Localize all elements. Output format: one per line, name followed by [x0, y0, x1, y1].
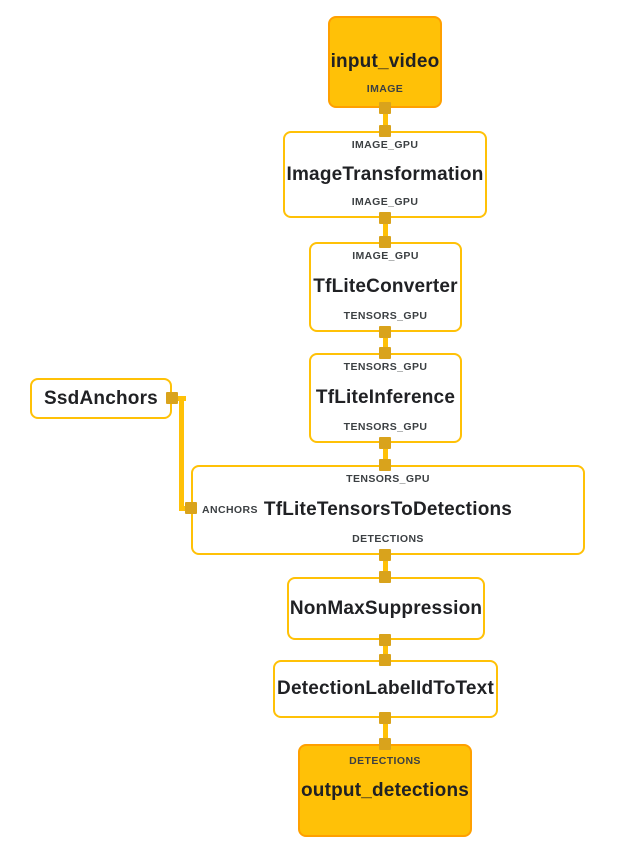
edge-imagetransformation-to-tfliteconverter	[383, 210, 388, 250]
port-input-video-output	[379, 102, 391, 114]
node-tflite-inference[interactable]: TENSORS_GPU TfLiteInference TENSORS_GPU	[309, 353, 462, 443]
port-output-detections-input	[379, 738, 391, 750]
node-non-max-suppression[interactable]: NonMaxSuppression	[287, 577, 485, 640]
node-title: SsdAnchors	[44, 387, 158, 409]
input-port-label: TENSORS_GPU	[343, 361, 428, 373]
edge-input-video-to-imagetransformation	[383, 100, 388, 140]
node-tflite-converter[interactable]: IMAGE_GPU TfLiteConverter TENSORS_GPU	[309, 242, 462, 332]
node-input-video[interactable]: input_video IMAGE	[328, 16, 442, 108]
edge-nonmaxsuppression-to-detectionlabelidtotext	[383, 632, 388, 668]
node-title: TfLiteConverter	[313, 276, 458, 297]
port-tflite-inference-input	[379, 347, 391, 359]
output-port-label: IMAGE_GPU	[351, 196, 419, 208]
edge-tflitetensorstodetections-to-nonmaxsuppression	[383, 547, 388, 585]
node-title: DetectionLabelIdToText	[277, 678, 494, 699]
input-port-label: TENSORS_GPU	[346, 473, 430, 485]
port-non-max-suppression-output	[379, 634, 391, 646]
output-port-label: IMAGE	[366, 83, 404, 95]
port-image-transformation-output	[379, 212, 391, 224]
output-port-label: TENSORS_GPU	[343, 310, 428, 322]
node-title: NonMaxSuppression	[289, 597, 483, 619]
node-title: input_video	[330, 51, 440, 72]
input-port-label: DETECTIONS	[349, 755, 421, 767]
edge-detectionlabelidtotext-to-output-detections	[383, 710, 388, 752]
port-ssd-anchors-output	[166, 392, 178, 404]
port-tflite-converter-output	[379, 326, 391, 338]
node-title: ImageTransformation	[286, 163, 484, 185]
edge-tfliteinference-to-tflitetensorstodetections	[383, 435, 388, 473]
port-detection-label-id-to-text-input	[379, 654, 391, 666]
node-detection-label-id-to-text[interactable]: DetectionLabelIdToText	[273, 660, 498, 718]
node-tflite-tensors-to-detections[interactable]: TENSORS_GPU ANCHORS TfLiteTensorsToDetec…	[191, 465, 585, 555]
edge-tfliteconverter-to-tfliteinference	[383, 324, 388, 360]
port-tensors-to-detections-output	[379, 549, 391, 561]
port-image-transformation-input	[379, 125, 391, 137]
node-title: TfLiteInference	[315, 387, 456, 408]
port-tflite-inference-output	[379, 437, 391, 449]
node-ssd-anchors[interactable]: SsdAnchors	[30, 378, 172, 419]
edge-ssdanchors-elbow-v	[179, 396, 184, 511]
output-port-label: DETECTIONS	[352, 533, 424, 545]
port-tflite-converter-input	[379, 236, 391, 248]
input-port-label: IMAGE_GPU	[352, 250, 419, 262]
side-input-port-label: ANCHORS	[202, 504, 258, 516]
port-detection-label-id-to-text-output	[379, 712, 391, 724]
port-tensors-to-detections-input	[379, 459, 391, 471]
node-title: output_detections	[300, 779, 470, 801]
node-output-detections[interactable]: DETECTIONS output_detections	[298, 744, 472, 837]
port-non-max-suppression-input	[379, 571, 391, 583]
output-port-label: TENSORS_GPU	[343, 421, 428, 433]
port-tensors-to-detections-anchors-input	[185, 502, 197, 514]
input-port-label: IMAGE_GPU	[351, 139, 419, 151]
node-title: TfLiteTensorsToDetections	[263, 499, 513, 520]
node-image-transformation[interactable]: IMAGE_GPU ImageTransformation IMAGE_GPU	[283, 131, 487, 218]
